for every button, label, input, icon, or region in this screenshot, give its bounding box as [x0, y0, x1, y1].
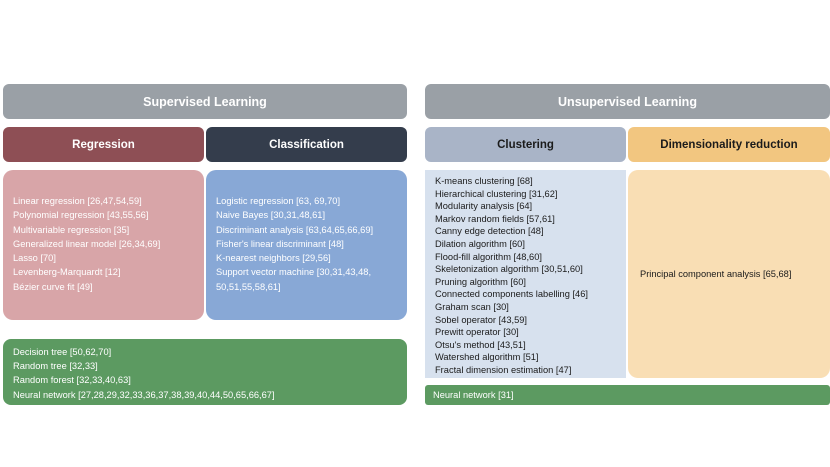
supervised-shared-methods-box: Decision tree [50,62,70] Random tree [32… — [3, 339, 407, 405]
list-item: Random tree [32,33] — [13, 361, 98, 372]
list-item: Linear regression [26,47,54,59] — [13, 196, 142, 206]
supervised-learning-header: Supervised Learning — [3, 84, 407, 119]
list-item: Discriminant analysis [63,64,65,66,69] — [216, 224, 374, 235]
regression-methods-box: Linear regression [26,47,54,59] Polynomi… — [3, 170, 204, 320]
list-item: Random forest [32,33,40,63] — [13, 375, 131, 386]
list-item: Lasso [70] — [13, 253, 56, 264]
list-item: Hierarchical clustering [31,62] — [435, 188, 558, 199]
unsupervised-learning-header: Unsupervised Learning — [425, 84, 830, 119]
list-item: Connected components labelling [46] — [435, 289, 588, 300]
list-item: Markov random fields [57,61] — [435, 213, 555, 224]
list-item: Levenberg-Marquardt [12] — [13, 267, 121, 278]
dimensionality-reduction-header: Dimensionality reduction — [628, 127, 830, 162]
list-item: Support vector machine [30,31,43,48, 50,… — [216, 267, 372, 292]
clustering-header: Clustering — [425, 127, 626, 162]
clustering-methods-box: K-means clustering [68] Hierarchical clu… — [425, 170, 626, 378]
list-item: Generalized linear model [26,34,69] — [13, 238, 161, 249]
list-item: Graham scan [30] — [435, 301, 509, 312]
list-item: Fractal dimension estimation [47] — [435, 364, 572, 375]
list-item: Decision tree [50,62,70] — [13, 347, 112, 357]
list-item: Naive Bayes [30,31,48,61] — [216, 210, 326, 221]
list-item: Polynomial regression [43,55,56] — [13, 210, 149, 221]
list-item: K-nearest neighbors [29,56] — [216, 253, 331, 264]
list-item: Otsu's method [43,51] — [435, 339, 526, 350]
list-item: Flood-fill algorithm [48,60] — [435, 251, 542, 262]
classification-header: Classification — [206, 127, 407, 162]
dimensionality-reduction-methods-box: Principal component analysis [65,68] — [628, 170, 830, 378]
regression-header: Regression — [3, 127, 204, 162]
unsupervised-shared-methods-box: Neural network [31] — [425, 385, 830, 405]
list-item: Modularity analysis [64] — [435, 201, 533, 212]
list-item: Multivariable regression [35] — [13, 224, 130, 235]
list-item: Dilation algorithm [60] — [435, 238, 525, 249]
list-item: Canny edge detection [48] — [435, 226, 544, 237]
list-item: Pruning algorithm [60] — [435, 276, 526, 287]
list-item: Fisher's linear discriminant [48] — [216, 238, 344, 249]
list-item: Bézier curve fit [49] — [13, 281, 93, 292]
list-item: Principal component analysis [65,68] — [640, 268, 792, 279]
list-item: Prewitt operator [30] — [435, 327, 519, 338]
list-item: Neural network [27,28,29,32,33,36,37,38,… — [13, 389, 275, 400]
list-item: Sobel operator [43,59] — [435, 314, 528, 325]
list-item: K-means clustering [68] — [435, 176, 533, 186]
list-item: Skeletonization algorithm [30,51,60] — [435, 264, 583, 275]
list-item: Logistic regression [63, 69,70] — [216, 196, 341, 206]
list-item: Neural network [31] — [433, 390, 514, 400]
classification-methods-box: Logistic regression [63, 69,70] Naive Ba… — [206, 170, 407, 320]
list-item: Watershed algorithm [51] — [435, 352, 539, 363]
